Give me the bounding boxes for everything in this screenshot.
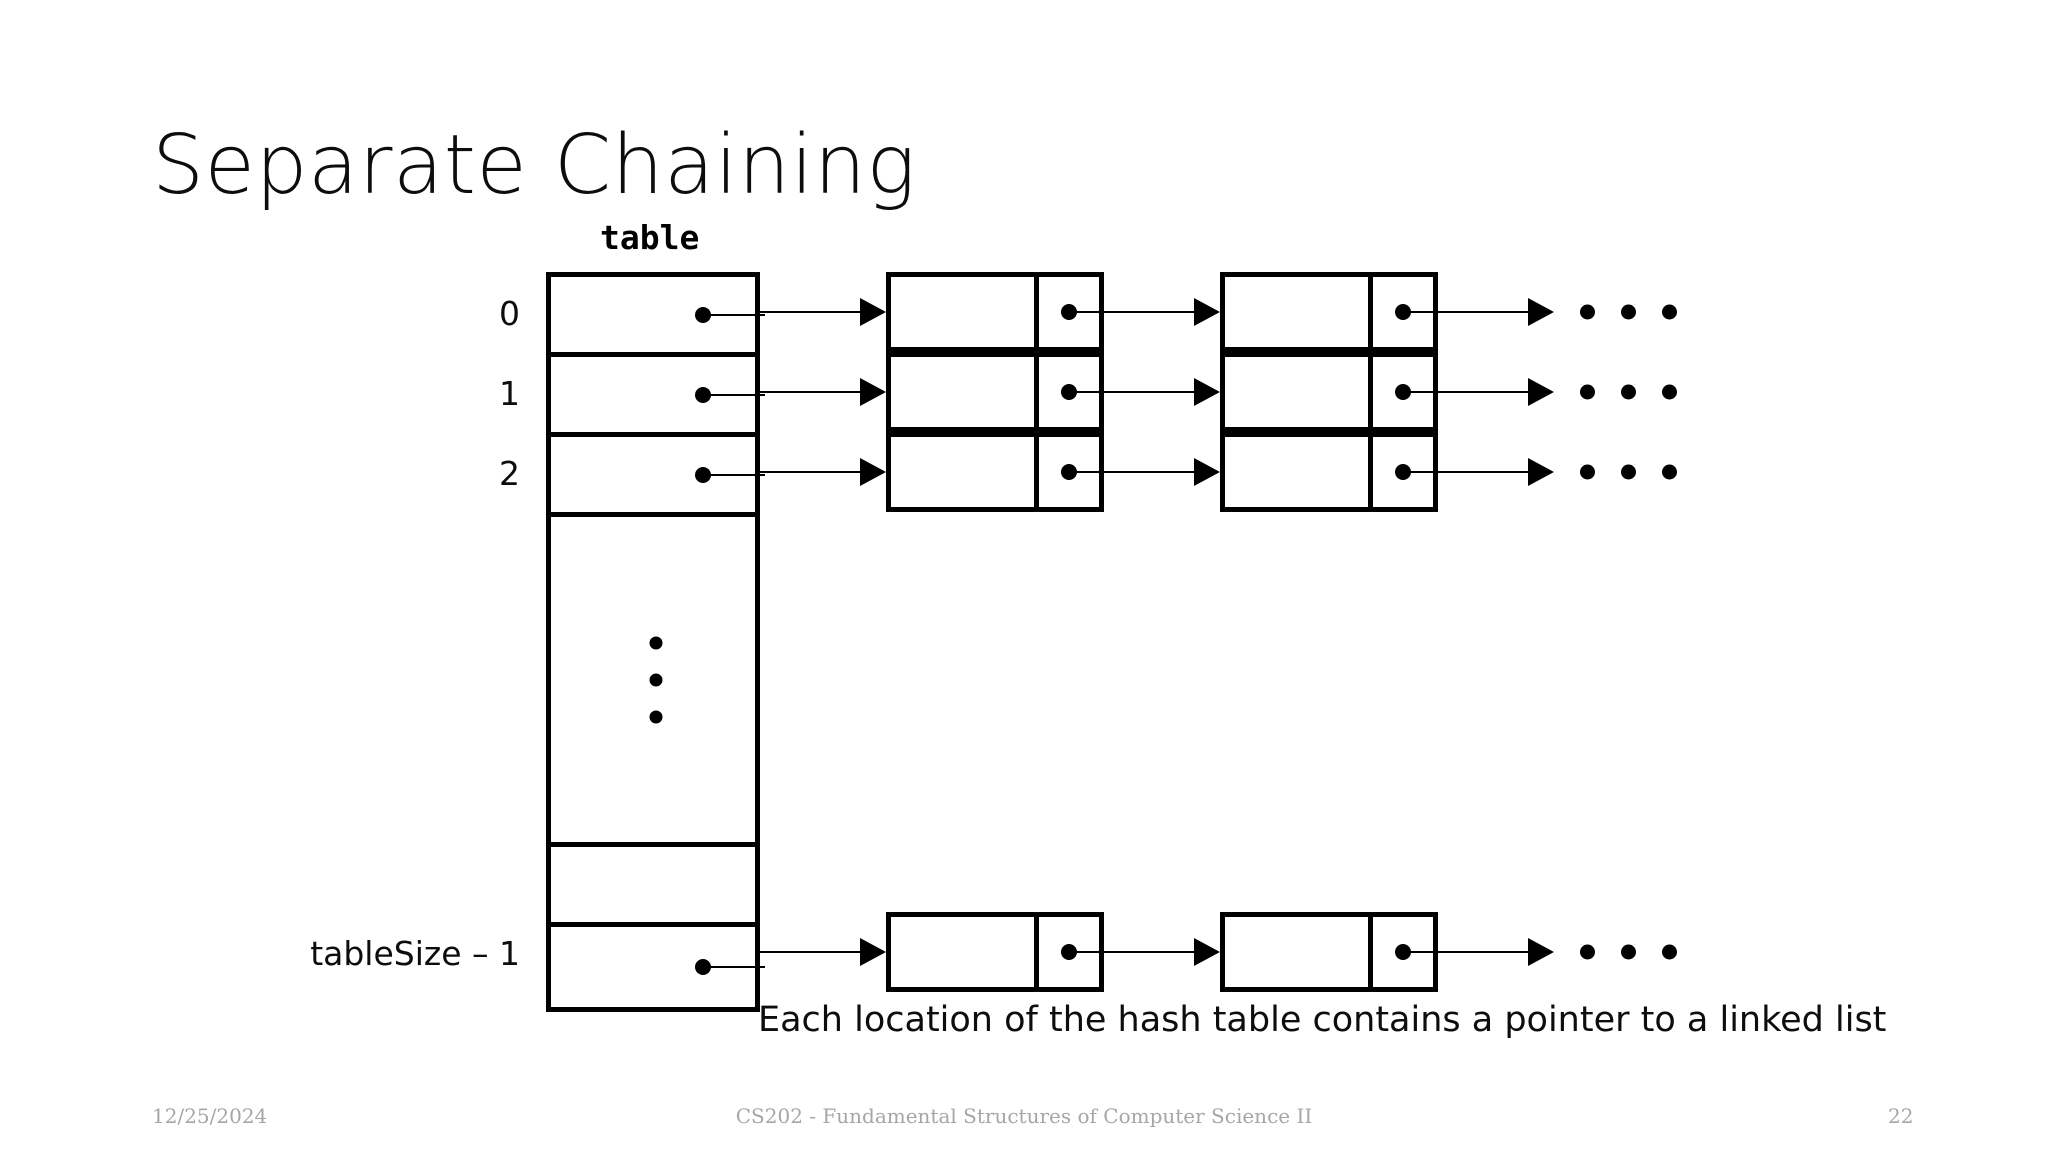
pointer-dot-icon [1061,304,1077,320]
list-node[interactable] [1220,352,1438,432]
horizontal-ellipsis-icon [1580,304,1677,320]
pointer-stub [703,473,765,476]
arrow-head-icon [1528,938,1554,966]
node-pointer-cell [1373,917,1438,987]
array-index-label-0: 0 [499,294,520,333]
arrow-line [1104,391,1214,393]
list-node[interactable] [1220,432,1438,512]
list-node[interactable] [886,432,1104,512]
arrow-head-icon [1194,298,1220,326]
pointer-dot-icon [1061,944,1077,960]
arrow-line [1438,391,1548,393]
arrow-head-icon [860,298,886,326]
arrow-head-icon [860,458,886,486]
linked-list-chain-1 [760,352,1677,432]
list-node[interactable] [1220,912,1438,992]
arrow-head-icon [1528,298,1554,326]
linked-list-chain-2 [760,432,1677,512]
arrow-line [1104,311,1214,313]
arrow-head-icon [1528,378,1554,406]
table-variable-label: table [600,218,700,257]
pointer-stub [1069,471,1104,473]
pointer-dot-icon [1061,464,1077,480]
pointer-dot-icon [695,466,711,483]
arrow-line [760,391,870,393]
pointer-dot-icon [695,386,711,403]
pointer-dot-icon [695,306,711,323]
node-data-cell [1225,917,1373,987]
horizontal-ellipsis-icon [1580,384,1677,400]
pointer-dot-icon [1395,384,1411,400]
hash-table-array[interactable] [546,272,765,1012]
array-cell-0[interactable] [551,277,765,357]
pointer-stub [1403,311,1438,313]
arrow-head-icon [860,378,886,406]
node-pointer-cell [1039,437,1104,507]
list-node[interactable] [1220,272,1438,352]
arrow-line [760,311,870,313]
arrow-line [760,951,870,953]
arrow-head-icon [1528,458,1554,486]
node-data-cell [1225,277,1373,347]
arrow-head-icon [1194,458,1220,486]
arrow-line [1104,471,1214,473]
pointer-stub [1403,391,1438,393]
pointer-stub [1403,951,1438,953]
arrow-head-icon [1194,378,1220,406]
arrow-line [760,471,870,473]
pointer-stub [1069,311,1104,313]
node-data-cell [891,277,1039,347]
node-pointer-cell [1039,357,1104,427]
array-cell-last[interactable] [551,927,765,1007]
pointer-dot-icon [695,959,711,975]
arrow-line [1104,951,1214,953]
array-index-label-2: 2 [499,454,520,493]
arrow-head-icon [860,938,886,966]
node-pointer-cell [1373,437,1438,507]
array-cell-empty[interactable] [551,847,755,927]
footer-date: 12/25/2024 [152,1104,268,1128]
horizontal-ellipsis-icon [1580,464,1677,480]
pointer-stub [703,313,765,316]
node-data-cell [891,917,1039,987]
node-pointer-cell [1373,277,1438,347]
vertical-ellipsis-icon [649,636,663,723]
array-cell-ellipsis [551,517,755,847]
arrow-line [1438,471,1548,473]
pointer-stub [1403,471,1438,473]
linked-list-chain-last [760,912,1677,992]
node-pointer-cell [1039,917,1104,987]
pointer-dot-icon [1061,384,1077,400]
list-node[interactable] [886,912,1104,992]
footer-page-number: 22 [1888,1104,1914,1128]
pointer-dot-icon [1395,464,1411,480]
arrow-head-icon [1194,938,1220,966]
node-pointer-cell [1373,357,1438,427]
pointer-stub [703,393,765,396]
arrow-line [1438,311,1548,313]
pointer-dot-icon [1395,304,1411,320]
horizontal-ellipsis-icon [1580,944,1677,960]
array-cell-2[interactable] [551,437,765,517]
linked-list-chain-0 [760,272,1677,352]
array-index-label-1: 1 [499,374,520,413]
list-node[interactable] [886,352,1104,432]
page-title: Separate Chaining [152,118,917,213]
pointer-dot-icon [1395,944,1411,960]
array-index-label-last: tableSize – 1 [310,934,520,973]
footer-course: CS202 - Fundamental Structures of Comput… [735,1104,1313,1128]
array-cell-1[interactable] [551,357,765,437]
arrow-line [1438,951,1548,953]
pointer-stub [703,966,765,968]
pointer-stub [1069,391,1104,393]
node-data-cell [891,357,1039,427]
node-data-cell [1225,437,1373,507]
diagram-caption: Each location of the hash table contains… [758,1000,1887,1040]
pointer-stub [1069,951,1104,953]
node-data-cell [891,437,1039,507]
list-node[interactable] [886,272,1104,352]
node-data-cell [1225,357,1373,427]
node-pointer-cell [1039,277,1104,347]
